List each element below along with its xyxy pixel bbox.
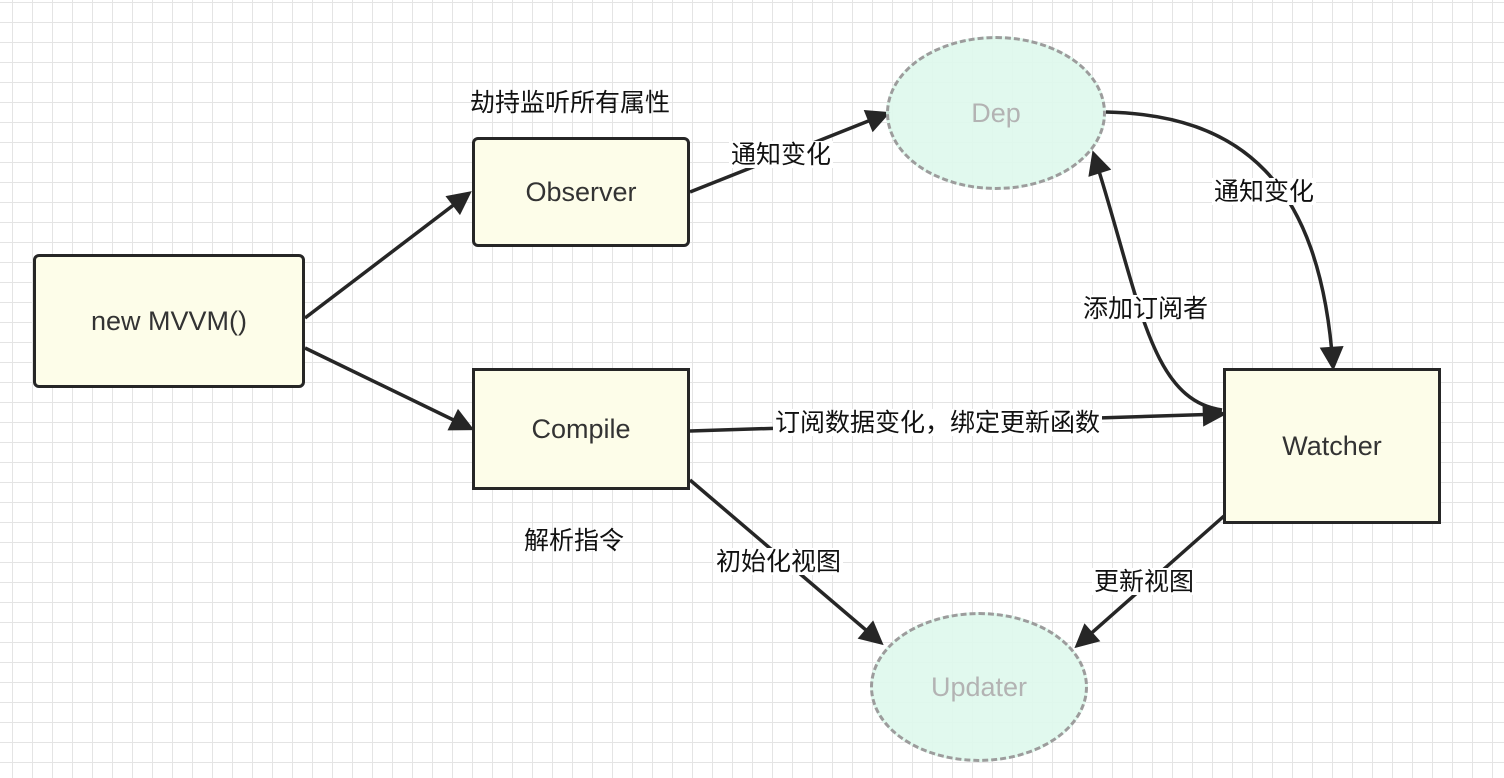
update-view-label: 更新视图 bbox=[1092, 567, 1197, 596]
watcher-node: Watcher bbox=[1223, 368, 1441, 524]
observer-node-label: Observer bbox=[525, 176, 637, 207]
edge-dep-to-watcher bbox=[1105, 110, 1344, 371]
dep-node-label: Dep bbox=[971, 97, 1021, 128]
parse-directives-label: 解析指令 bbox=[524, 526, 625, 555]
edge-mvvm-to-observer bbox=[303, 191, 472, 320]
compile-node: Compile bbox=[472, 368, 690, 490]
add-subscriber-label: 添加订阅者 bbox=[1081, 294, 1211, 323]
edge-watcher-to-dep bbox=[1088, 150, 1223, 412]
watcher-node-label: Watcher bbox=[1282, 430, 1382, 461]
edge-mvvm-to-compile bbox=[304, 346, 475, 431]
updater-node-label: Updater bbox=[930, 671, 1028, 702]
hijack-all-label: 劫持监听所有属性 bbox=[470, 88, 671, 117]
subscribe-bind-label: 订阅数据变化，绑定更新函数 bbox=[773, 408, 1103, 437]
mvvm-node: new MVVM() bbox=[33, 254, 305, 388]
mvvm-node-label: new MVVM() bbox=[90, 305, 247, 336]
dep-node: Dep bbox=[886, 36, 1106, 190]
observer-node: Observer bbox=[472, 137, 690, 247]
init-view-label: 初始化视图 bbox=[714, 547, 844, 576]
updater-node: Updater bbox=[870, 612, 1088, 762]
observer-notify-label: 通知变化 bbox=[729, 140, 834, 169]
compile-node-label: Compile bbox=[531, 413, 631, 444]
dep-notify-label: 通知变化 bbox=[1212, 177, 1317, 206]
